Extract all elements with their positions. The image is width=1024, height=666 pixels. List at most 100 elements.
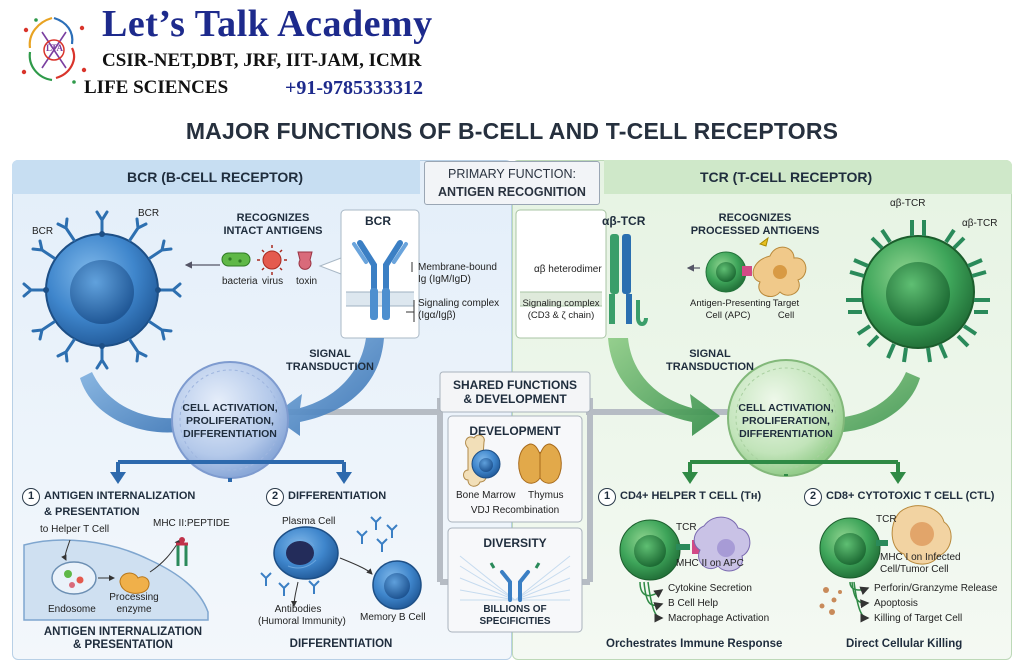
tcr-fn2-mhc-line2: Cell/Tumor Cell — [880, 564, 949, 575]
cd8-effect-1: Perforin/Granzyme Release — [874, 583, 998, 594]
bcr-membrane-line2: Ig (IgM/IgD) — [418, 274, 471, 285]
bcr-arrow-right — [272, 338, 384, 436]
recognizes-intact-line1: RECOGNIZES — [236, 212, 310, 224]
tcr-signal-line2: TRANSDUCTION — [666, 361, 754, 373]
recognizes-processed-antigens: RECOGNIZES PROCESSED ANTIGENS — [690, 212, 820, 238]
billions-line1: BILLIONS OF — [483, 604, 547, 615]
cd8-effect-3: Killing of Target Cell — [874, 613, 963, 624]
diversity-box — [447, 527, 583, 633]
bcr-signal-line1: SIGNAL — [309, 348, 351, 360]
development-title: DEVELOPMENT — [469, 424, 561, 438]
bone-marrow-label: Bone Marrow — [456, 490, 516, 501]
tcr-signaling-line1: Signaling complex — [522, 298, 600, 309]
bcr-structure-icon — [346, 240, 415, 322]
tcr-activation-line1: CELL ACTIVATION, — [738, 402, 834, 414]
tcr-activation-line2: PROLIFERATION, — [742, 415, 830, 427]
antibody-icons — [260, 516, 398, 596]
logo-emblem-icon — [21, 16, 87, 84]
bcr-structure-box — [340, 209, 420, 339]
logo-text: LTA — [46, 43, 64, 53]
tcr-section-title: TCR (T-CELL RECEPTOR) — [700, 169, 873, 185]
antigen-label-bacteria: bacteria — [222, 276, 258, 287]
antigen-label-toxin: toxin — [296, 276, 318, 287]
tcr-fn2-number: 2 — [804, 488, 822, 506]
bcr-fn2-caption: DIFFERENTIATION — [289, 638, 393, 650]
bcr-fn1-line1: ANTIGEN INTERNALIZATION — [44, 490, 196, 502]
tcr-signal-line1: SIGNAL — [689, 348, 731, 360]
processing-enzyme-label: Processing enzyme — [104, 592, 164, 616]
tcr-structure-icon — [520, 234, 648, 326]
apc-cell-icon — [705, 251, 752, 293]
memory-b-label: Memory B Cell — [360, 612, 426, 623]
tcr-fn2-caption: Direct Cellular Killing — [846, 638, 963, 650]
tcr-activation-text: CELL ACTIVATION, PROLIFERATION, DIFFEREN… — [731, 402, 841, 441]
bcr-header-bar — [12, 160, 420, 194]
academy-logo: LTA — [12, 8, 96, 92]
apc-line2: Cell (APC) — [705, 310, 751, 321]
tcr-arrow-left — [608, 338, 720, 436]
primary-function-line1: PRIMARY FUNCTION: — [447, 167, 577, 181]
tcr-fn1-title: CD4+ HELPER T CELL (Tʜ) — [620, 490, 762, 502]
bcr-activation-line1: CELL ACTIVATION, — [182, 402, 278, 414]
antibodies-line2: (Humoral Immunity) — [258, 616, 346, 627]
cd4-effect-1: Cytokine Secretion — [668, 583, 752, 594]
antibodies-line1: Antibodies — [274, 604, 322, 615]
thymus-icon — [518, 443, 562, 484]
tcr-signal-transduction: SIGNAL TRANSDUCTION — [660, 348, 760, 374]
tcr-fn1-heading: 1 CD4+ HELPER T CELL (Tʜ) — [598, 488, 761, 506]
to-helper-label: to Helper T Cell — [40, 524, 110, 535]
exam-list: CSIR-NET,DBT, JRF, IIT-JAM, ICMR — [102, 50, 422, 71]
recognizes-intact-antigens: RECOGNIZES INTACT ANTIGENS — [218, 212, 328, 238]
tcr-fn2-heading: 2 CD8+ CYTOTOXIC T CELL (CTL) — [804, 488, 994, 506]
tcr-fn2-mhc-label: MHC I on Infected Cell/Tumor Cell — [880, 552, 961, 576]
differentiation-graphic — [260, 516, 422, 610]
bcr-fn1-caption-line1: ANTIGEN INTERNALIZATION — [43, 626, 203, 638]
antigen-internalization-graphic — [23, 537, 209, 621]
page-title: MAJOR FUNCTIONS OF B-CELL AND T-CELL REC… — [185, 118, 839, 144]
shared-title-line2: & DEVELOPMENT — [463, 392, 567, 406]
bcr-signaling-line2: (Igα/Igβ) — [418, 310, 456, 321]
tcr-fn2-title: CD8+ CYTOTOXIC T CELL (CTL) — [826, 490, 995, 502]
recognizes-processed-line2: PROCESSED ANTIGENS — [690, 225, 820, 237]
tcr-fn2-mhc-line1: MHC I on Infected — [880, 552, 961, 563]
diversity-title: DIVERSITY — [483, 536, 547, 550]
tcr-fn1-tcr-label: TCR — [676, 522, 697, 533]
bcr-signaling-label: Signaling complex (Igα/Igβ) — [418, 298, 499, 322]
apc-label: Antigen-Presenting Cell (APC) — [690, 298, 771, 322]
bcr-activation-line3: DIFFERENTIATION — [183, 428, 277, 440]
tcr-heterodimer-label: αβ heterodimer — [534, 264, 602, 275]
bcr-cell-label-left: BCR — [32, 226, 54, 237]
billions-line2: SPECIFICITIES — [479, 616, 551, 627]
phone-number: +91-9785333312 — [285, 77, 424, 99]
bcr-membrane-line1: Membrane-bound — [418, 262, 497, 273]
tcr-cell-label-top: αβ-TCR — [890, 198, 926, 209]
bcr-fn2-title: DIFFERENTIATION — [288, 490, 387, 502]
antibodies-label: Antibodies (Humoral Immunity) — [258, 604, 346, 628]
b-cell-small-icon — [471, 449, 501, 479]
academy-name: Let’s Talk Academy — [102, 3, 433, 45]
bcr-section-title: BCR (B-CELL RECEPTOR) — [127, 169, 304, 185]
target-cell-icon — [752, 246, 807, 297]
tcr-activation-line3: DIFFERENTIATION — [739, 428, 833, 440]
bcr-callout-pointer — [318, 257, 342, 275]
processing-line1: Processing — [109, 592, 159, 603]
life-sciences-label: LIFE SCIENCES — [84, 77, 229, 98]
tcr-fn1-number: 1 — [598, 488, 616, 506]
t-cell-graphic — [846, 220, 990, 363]
bcr-fn1-caption: ANTIGEN INTERNALIZATION & PRESENTATION — [28, 626, 218, 652]
bcr-signal-line2: TRANSDUCTION — [286, 361, 374, 373]
bcr-fn2-number: 2 — [266, 488, 284, 506]
target-line1: Target — [772, 298, 800, 309]
vdj-label: VDJ Recombination — [470, 505, 560, 516]
tcr-fn1-caption: Orchestrates Immune Response — [606, 638, 783, 650]
processing-line2: enzyme — [116, 604, 152, 615]
toxin-icon — [297, 251, 313, 270]
cd8-effect-2: Apoptosis — [874, 598, 918, 609]
diversity-receptor-icon — [459, 555, 571, 602]
bcr-fn1-number: 1 — [22, 488, 40, 506]
shared-title-line1: SHARED FUNCTIONS — [452, 378, 577, 392]
tcr-receptors — [846, 220, 990, 363]
billions-label: BILLIONS OF SPECIFICITIES — [448, 604, 582, 628]
tcr-structure-title: αβ-TCR — [602, 214, 646, 228]
